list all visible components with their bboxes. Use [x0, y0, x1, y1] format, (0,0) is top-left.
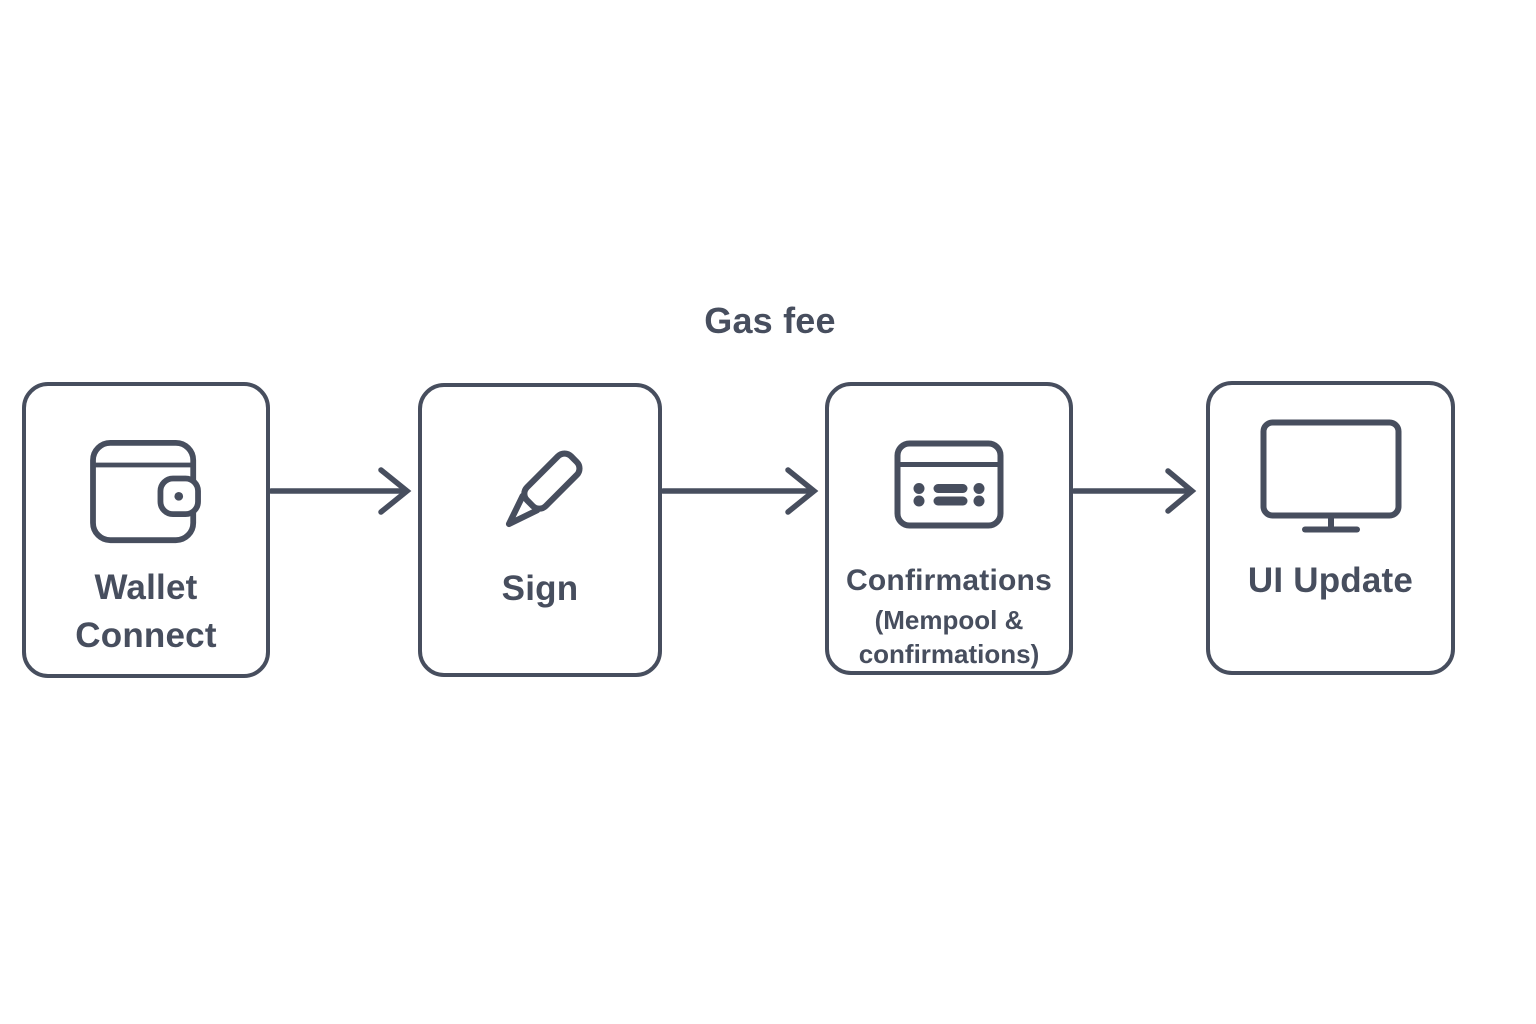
arrow-wallet-to-sign	[268, 467, 412, 515]
arrow-sign-to-confirmations	[660, 467, 819, 515]
node-label: Wallet Connect	[75, 568, 217, 655]
monitor-icon	[1260, 419, 1402, 533]
edge-label-gas-fee: Gas fee	[704, 300, 836, 341]
node-wallet-connect: Wallet Connect	[22, 382, 270, 678]
node-confirmations: Confirmations (Mempool & confirmations)	[825, 382, 1073, 675]
node-label: Confirmations	[846, 564, 1052, 597]
arrow-confirmations-to-uiupdate	[1071, 468, 1197, 514]
node-label: UI Update	[1247, 561, 1414, 600]
node-ui-update: UI Update	[1206, 381, 1455, 675]
node-sign: Sign	[418, 383, 662, 677]
card-list-icon	[894, 432, 1004, 537]
node-sublabel: (Mempool & confirmations)	[858, 605, 1040, 669]
pencil-icon	[489, 437, 591, 549]
node-label: Sign	[501, 569, 579, 608]
wallet-icon	[89, 436, 203, 548]
